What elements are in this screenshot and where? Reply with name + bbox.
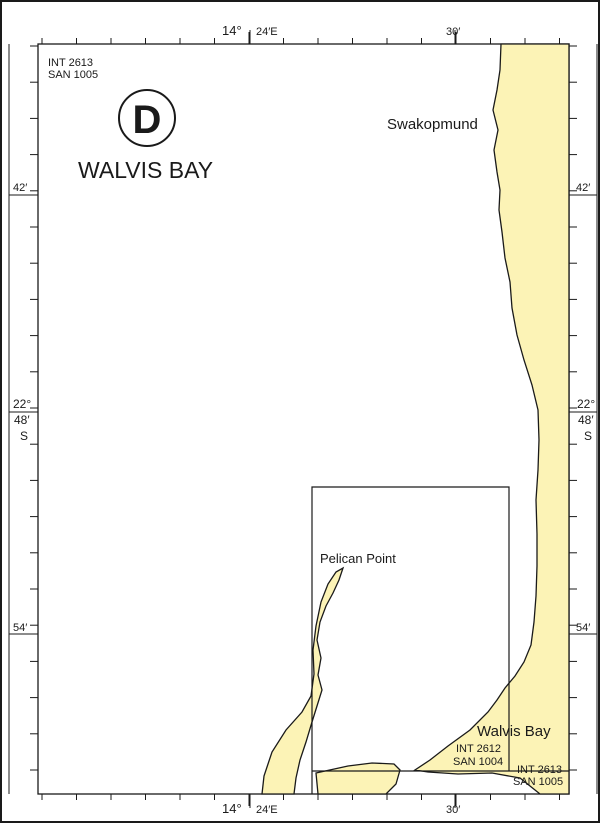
left-lat-degree: 22° [13,397,31,411]
right-lat-42: 42′ [576,182,590,194]
region-badge [118,89,176,147]
sandbar [315,762,401,795]
top-lon-30: 30′ [446,26,460,38]
right-lat-s: S [584,429,592,443]
corner-chart-line2: SAN 1005 [513,776,563,788]
place-walvis-bay: Walvis Bay [477,723,551,740]
place-pelican-point: Pelican Point [320,551,396,566]
pelican-point-spit [261,566,345,795]
left-lat-54: 54′ [13,622,27,634]
chart-id-line1: INT 2613 [48,57,93,69]
inset-chart-line2: SAN 1004 [453,756,503,768]
bottom-lon-minutes: 24′E [256,804,278,816]
right-lat-degree: 22° [577,397,595,411]
region-letter: D [133,98,162,142]
region-title: WALVIS BAY [78,157,213,183]
top-lon-degree: 14° [222,23,242,38]
graticule-ticks [9,30,597,808]
coastline-main [413,43,570,795]
left-lat-42: 42′ [13,182,27,194]
place-swakopmund: Swakopmund [387,116,478,133]
inset-chart-box [311,486,510,794]
right-lat-54: 54′ [576,622,590,634]
corner-chart-line1: INT 2613 [517,764,562,776]
bottom-lon-30: 30′ [446,804,460,816]
bottom-lon-degree: 14° [222,801,242,816]
left-lat-48: 48′ [14,413,30,427]
chart-id-line2: SAN 1005 [48,69,98,81]
left-lat-s: S [20,429,28,443]
inset-chart-line1: INT 2612 [456,743,501,755]
right-lat-48: 48′ [578,413,594,427]
top-lon-minutes: 24′E [256,26,278,38]
